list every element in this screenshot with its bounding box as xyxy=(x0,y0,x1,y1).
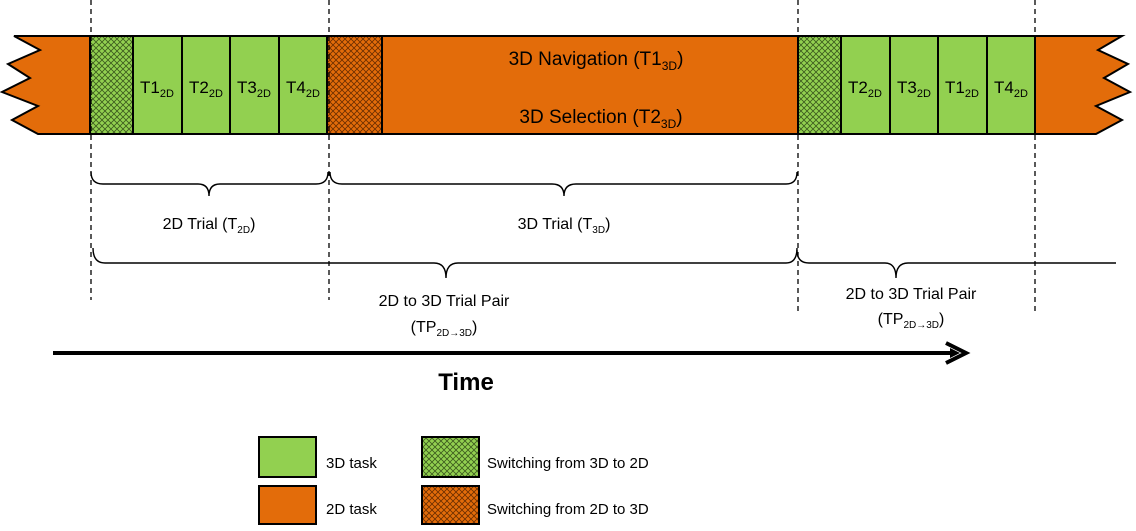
braces xyxy=(90,171,1116,279)
segments-2d-right: T22D T32D T12D T42D xyxy=(840,35,1036,135)
brace-2d-trial xyxy=(90,171,329,197)
torn-2d-block-right xyxy=(1034,35,1133,135)
task-2d-segment xyxy=(937,35,988,135)
switch-3d-to-2d-block-left xyxy=(89,35,134,135)
switch-2d-to-3d-block xyxy=(326,35,383,135)
label-2d-trial: 2D Trial (T2D) xyxy=(163,216,256,236)
switch-3d-to-2d-block-right xyxy=(797,35,842,135)
selection-label: 3D Selection (T23D) xyxy=(519,107,682,131)
arrowhead-icon xyxy=(945,341,971,365)
brace-3d-trial xyxy=(329,171,798,197)
segment-label: T22D xyxy=(848,78,882,100)
segment-label: T22D xyxy=(189,78,223,100)
label-pair-left-line2: (TP2D→3D) xyxy=(411,319,478,339)
legend-swatch-2d-task xyxy=(258,485,317,525)
task-2d-segment xyxy=(181,35,231,135)
label-pair-right-line2: (TP2D→3D) xyxy=(878,311,945,331)
legend-swatch-switch-3d-to-2d xyxy=(421,436,480,478)
task-3d-block xyxy=(381,35,799,135)
brace-pair-left xyxy=(92,247,798,279)
legend: 3D task 2D task Switching from 3D to 2D … xyxy=(258,436,649,525)
task-2d-segment xyxy=(986,35,1036,135)
legend-label-3d-task: 3D task xyxy=(326,455,377,472)
brace-pair-right xyxy=(796,249,1116,279)
segment-label: T12D xyxy=(945,78,979,100)
legend-label-switch-3d-to-2d: Switching from 3D to 2D xyxy=(487,455,649,472)
torn-2d-block-left xyxy=(0,35,91,135)
task-2d-segment xyxy=(840,35,891,135)
task-2d-segment xyxy=(229,35,280,135)
segment-label: T12D xyxy=(140,78,174,100)
segment-label: T42D xyxy=(286,78,320,100)
label-pair-left-line1: 2D to 3D Trial Pair xyxy=(379,293,510,310)
label-3d-trial: 3D Trial (T3D) xyxy=(518,216,611,236)
segment-label: T32D xyxy=(237,78,271,100)
legend-label-switch-2d-to-3d: Switching from 2D to 3D xyxy=(487,501,649,518)
legend-swatch-switch-2d-to-3d xyxy=(421,485,480,525)
legend-swatch-3d-task xyxy=(258,436,317,478)
legend-label-2d-task: 2D task xyxy=(326,501,377,518)
task-2d-segment xyxy=(132,35,183,135)
label-pair-right-line1: 2D to 3D Trial Pair xyxy=(846,286,977,303)
segment-label: T32D xyxy=(897,78,931,100)
segments-2d-left: T12D T22D T32D T42D xyxy=(132,35,328,135)
time-label: Time xyxy=(438,369,494,396)
navigation-label: 3D Navigation (T13D) xyxy=(509,49,684,73)
segment-label: T42D xyxy=(994,78,1028,100)
